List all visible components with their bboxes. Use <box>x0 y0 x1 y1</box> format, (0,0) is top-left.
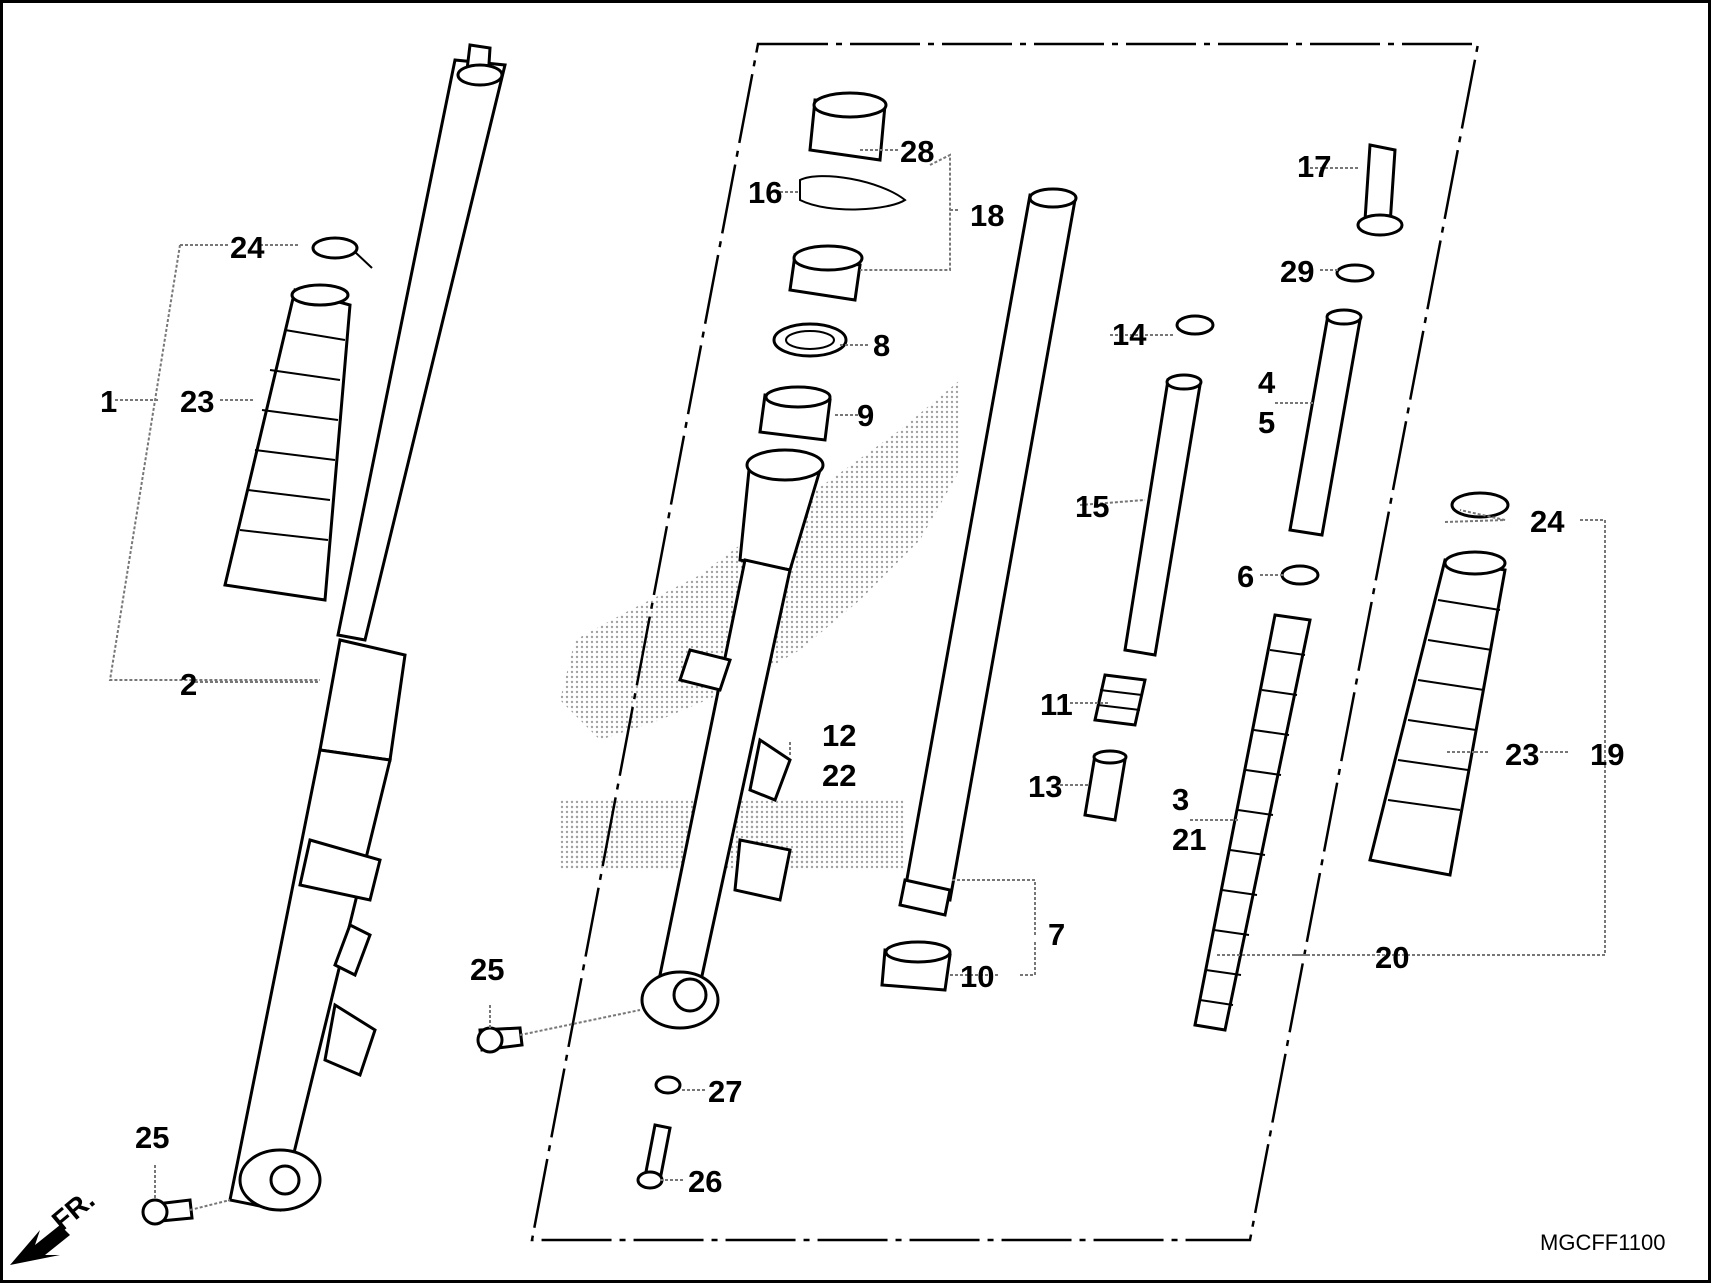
leader-lines <box>115 149 1570 1211</box>
label-11: 11 <box>1040 687 1073 722</box>
front-direction-arrow: FR. <box>10 1184 100 1265</box>
assembly-outlines <box>108 42 1606 1242</box>
label-19: 19 <box>1590 737 1624 772</box>
label-3: 3 <box>1172 782 1189 817</box>
label-24-right: 24 <box>1530 504 1565 539</box>
label-27: 27 <box>708 1074 742 1109</box>
label-5: 5 <box>1258 405 1275 440</box>
label-17: 17 <box>1297 149 1331 184</box>
label-8: 8 <box>873 328 890 363</box>
label-22: 22 <box>822 758 856 793</box>
label-23-left: 23 <box>180 384 214 419</box>
spring-parts <box>1193 143 1404 1032</box>
label-21: 21 <box>1172 822 1206 857</box>
label-28: 28 <box>900 134 934 169</box>
dust-boot-right <box>1368 491 1510 877</box>
dust-boot-left <box>223 236 373 602</box>
fork-slider-center <box>640 448 825 1030</box>
label-9: 9 <box>857 398 874 433</box>
label-25-left: 25 <box>135 1120 169 1155</box>
label-25-center: 25 <box>470 952 504 987</box>
label-29: 29 <box>1280 254 1314 289</box>
bolts <box>141 1026 682 1226</box>
label-6: 6 <box>1237 559 1254 594</box>
diagram-code: MGCFF1100 <box>1540 1230 1666 1255</box>
label-24-left: 24 <box>230 230 265 265</box>
label-15: 15 <box>1075 489 1109 524</box>
clamp-left <box>311 236 359 260</box>
label-7: 7 <box>1048 917 1065 952</box>
label-26: 26 <box>688 1164 722 1199</box>
label-13: 13 <box>1028 769 1062 804</box>
label-20: 20 <box>1375 940 1409 975</box>
callout-labels: 1 2 3 4 5 6 7 8 9 10 11 12 13 14 15 16 1… <box>100 134 1666 1255</box>
seal-stack <box>758 91 907 442</box>
inner-tube <box>880 187 1078 992</box>
damper-parts <box>1083 314 1215 822</box>
label-4: 4 <box>1258 365 1276 400</box>
label-12: 12 <box>822 718 856 753</box>
label-1: 1 <box>100 384 117 419</box>
label-18: 18 <box>970 198 1004 233</box>
label-16: 16 <box>748 175 782 210</box>
label-23-right: 23 <box>1505 737 1539 772</box>
front-label: FR. <box>46 1184 100 1237</box>
label-2: 2 <box>180 667 197 702</box>
fork-leg-left <box>228 43 507 1212</box>
label-10: 10 <box>960 959 994 994</box>
label-14: 14 <box>1112 317 1147 352</box>
